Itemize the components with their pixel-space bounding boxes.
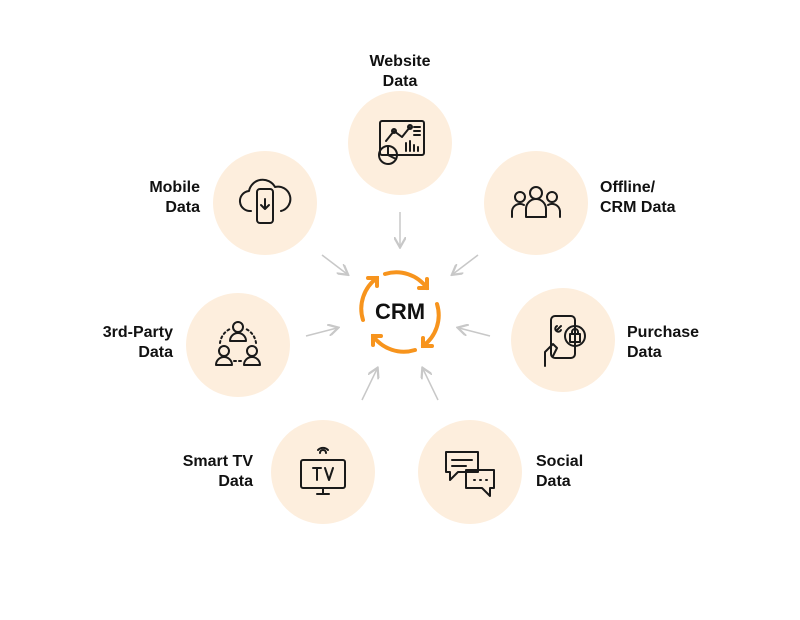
label-smart-tv: Smart TV Data	[140, 452, 253, 492]
people-group-icon	[511, 186, 561, 218]
arrow-3rd-party	[305, 328, 337, 337]
arrow-mobile	[321, 254, 347, 274]
label-line: Data	[536, 473, 571, 490]
label-line: Data	[165, 199, 200, 216]
label-line: Data	[138, 344, 173, 361]
arrow-purchase	[459, 328, 491, 337]
label-offline: Offline/CRM Data	[600, 178, 720, 218]
phone-shopping-icon	[544, 315, 586, 367]
sync-cycle-icon	[359, 270, 441, 354]
network-people-icon	[215, 321, 261, 366]
smart-tv-icon	[300, 446, 346, 495]
label-line: Data	[218, 473, 253, 490]
node-website	[348, 91, 452, 195]
label-line: 3rd-Party	[102, 324, 173, 341]
arrow-social	[423, 369, 439, 401]
label-line: Data	[382, 73, 418, 90]
arrow-offline	[453, 254, 479, 274]
node-offline	[484, 151, 588, 255]
node-smart-tv	[271, 420, 375, 524]
label-line: Smart TV	[182, 453, 253, 470]
node-3rd-party	[186, 293, 290, 397]
node-mobile	[213, 151, 317, 255]
chat-bubbles-icon	[445, 451, 495, 497]
arrow-smart-tv	[361, 369, 377, 401]
label-line: Purchase	[627, 324, 700, 341]
label-line: Data	[627, 344, 662, 361]
label-line: Social	[536, 453, 584, 470]
label-line: Offline/	[600, 179, 656, 196]
label-line: Website	[369, 53, 431, 70]
dashboard-analytics-icon	[378, 120, 425, 165]
crm-hub: CRM	[359, 270, 441, 354]
node-social	[418, 420, 522, 524]
label-line: CRM Data	[600, 199, 676, 216]
crm-label: CRM	[375, 299, 425, 324]
node-purchase	[511, 288, 615, 392]
label-line: Mobile	[149, 179, 200, 196]
cloud-phone-icon	[239, 178, 292, 224]
